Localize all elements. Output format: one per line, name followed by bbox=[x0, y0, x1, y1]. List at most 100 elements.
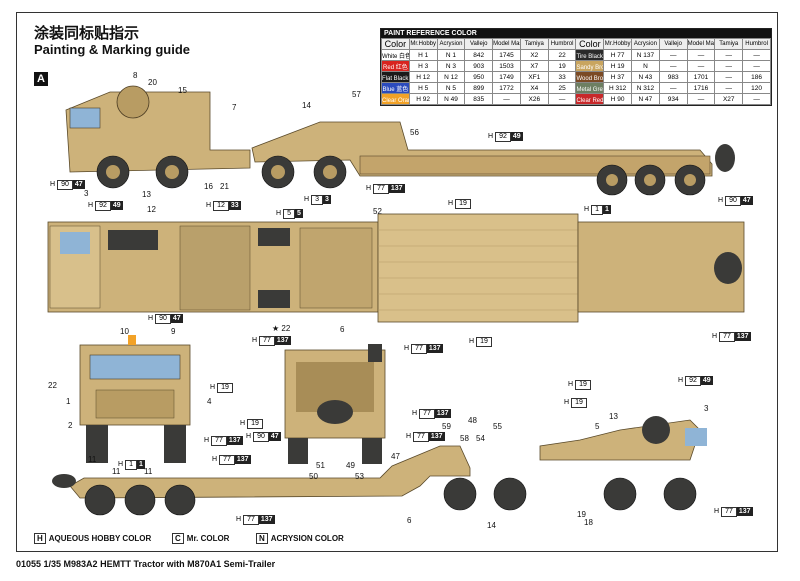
paint-table-header: Acrysion bbox=[436, 38, 466, 50]
callout-number: 49 bbox=[346, 461, 355, 470]
paint-table-cell: — bbox=[492, 93, 521, 105]
callout-number: 48 bbox=[468, 416, 477, 425]
callout-number: 5 bbox=[595, 422, 600, 431]
callout-number: 6 bbox=[407, 516, 412, 525]
callout-number: 54 bbox=[476, 434, 485, 443]
callout-number: 19 bbox=[577, 510, 586, 519]
side-view-tractor-trailer bbox=[65, 85, 735, 196]
cab-window bbox=[69, 107, 101, 129]
callout-number: 11 bbox=[112, 467, 121, 476]
callout-number: 14 bbox=[487, 521, 496, 530]
paint-table-header: Humbrol bbox=[547, 38, 577, 50]
sheet-border bbox=[16, 12, 778, 552]
callout-number: 12 bbox=[147, 205, 156, 214]
paint-color-swatch: Clear Red 透明红 bbox=[575, 93, 605, 105]
section-label: A bbox=[34, 72, 48, 86]
callout-number: 56 bbox=[410, 128, 419, 137]
paint-table-cell: 934 bbox=[658, 93, 688, 105]
callout-number: 14 bbox=[302, 101, 311, 110]
paint-color-swatch: Metal Grey 金属灰 bbox=[575, 82, 605, 94]
rear-view bbox=[284, 344, 386, 464]
paint-table-header: Model Master bbox=[686, 38, 716, 50]
callout-number: 51 bbox=[316, 461, 325, 470]
callout-number: 2 bbox=[68, 421, 73, 430]
callout-number: 58 bbox=[460, 434, 469, 443]
callout-number: 55 bbox=[493, 422, 502, 431]
callout-number: 52 bbox=[373, 207, 382, 216]
callout-number: 57 bbox=[352, 90, 361, 99]
star-callout: ★ 22 bbox=[272, 324, 291, 333]
paint-table-cell: 835 bbox=[464, 93, 494, 105]
callout-number: 59 bbox=[442, 422, 451, 431]
paint-table-cell: X26 bbox=[519, 93, 549, 105]
callout-number: 9 bbox=[171, 327, 176, 336]
callout-number: 50 bbox=[309, 472, 318, 481]
callout-number: 15 bbox=[178, 86, 187, 95]
callout-number: 18 bbox=[584, 518, 593, 527]
callout-number: 4 bbox=[207, 397, 212, 406]
callout-number: 16 bbox=[204, 182, 213, 191]
paint-color-swatch: Blue 蓝色 bbox=[381, 82, 410, 94]
callout-number: 47 bbox=[391, 452, 400, 461]
paint-table-cell: — bbox=[742, 93, 771, 105]
page-title: Painting & Marking guide bbox=[34, 42, 191, 57]
callout-number: 11 bbox=[144, 467, 153, 476]
callout-number: 21 bbox=[220, 182, 229, 191]
title-chinese: 涂装同标贴指示 bbox=[34, 24, 140, 42]
callout-number: 3 bbox=[84, 189, 89, 198]
callout-number: 8 bbox=[133, 71, 138, 80]
paint-table-title: PAINT REFERENCE COLOR bbox=[381, 29, 771, 38]
paint-table-header: Vallejo bbox=[464, 38, 494, 50]
side-view-reversed bbox=[52, 416, 707, 516]
top-view bbox=[47, 213, 745, 323]
callout-number: 7 bbox=[232, 103, 237, 112]
callout-number: 53 bbox=[355, 472, 364, 481]
callout-number: 1 bbox=[66, 397, 71, 406]
callout-number: 3 bbox=[704, 404, 709, 413]
callout-number: 6 bbox=[340, 325, 345, 334]
tractor-body bbox=[65, 91, 251, 173]
footer-title: 01055 1/35 M983A2 HEMTT Tractor with M87… bbox=[16, 559, 276, 569]
front-view bbox=[79, 335, 191, 463]
trailer-wood-deck bbox=[377, 213, 579, 323]
callout-number: 11 bbox=[88, 455, 97, 464]
callout-number: 13 bbox=[609, 412, 618, 421]
spare-tire-top bbox=[116, 85, 150, 119]
callout-number: 22 bbox=[48, 381, 57, 390]
